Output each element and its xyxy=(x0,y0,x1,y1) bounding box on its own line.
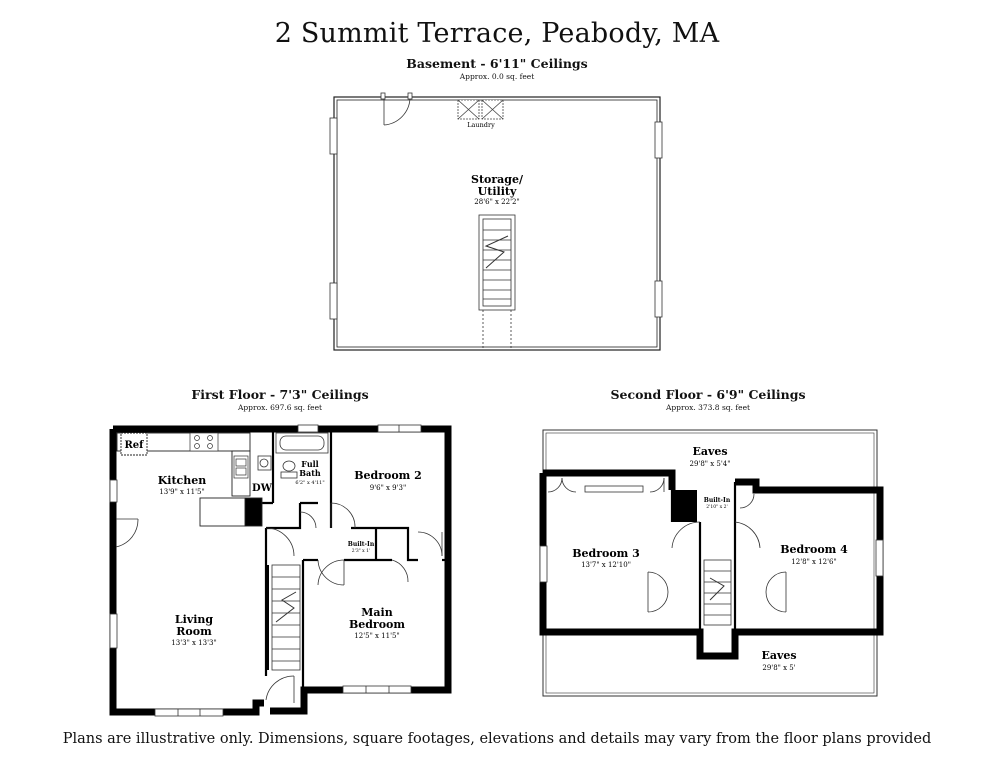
bath-dims: 6'2" x 4'11" xyxy=(295,480,324,486)
main-bedroom-name-2: Bedroom xyxy=(349,618,405,631)
eaves-top-name: Eaves xyxy=(692,445,727,458)
main-bedroom-dims: 12'5" x 11'5" xyxy=(354,632,399,640)
second-floor-area: Approx. 373.8 sq. feet xyxy=(665,403,751,412)
kitchen-name: Kitchen xyxy=(158,474,207,487)
second-builtin-dims: 2'10" x 2' xyxy=(706,504,727,510)
ref-label: Ref xyxy=(125,440,145,451)
second-floor-windows xyxy=(539,485,884,583)
first-floor-doors xyxy=(115,502,443,703)
eaves-bottom-dims: 29'8" x 5' xyxy=(762,664,795,672)
basement-plan: Laundry Storage/ Utility 28'6" x 22'2" xyxy=(329,92,663,351)
bedroom3-dims: 13'7" x 12'10" xyxy=(581,561,631,569)
first-floor-stairs xyxy=(267,564,301,671)
bath-fixtures xyxy=(257,432,329,479)
living-dims: 13'3" x 13'3" xyxy=(171,639,216,647)
kitchen-sink xyxy=(233,455,249,479)
stove xyxy=(189,432,219,452)
living-name: Living xyxy=(175,613,213,626)
storage-name-2: Utility xyxy=(478,185,517,198)
kitchen-dims: 13'9" x 11'5" xyxy=(159,488,204,496)
second-floor-heading: Second Floor - 6'9" Ceilings xyxy=(610,387,806,402)
bedroom3-name: Bedroom 3 xyxy=(572,547,640,560)
second-builtin-name: Built-In xyxy=(704,497,731,504)
first-floor-heading: First Floor - 7'3" Ceilings xyxy=(191,387,369,402)
bath-name-2: Bath xyxy=(299,468,321,478)
main-bedroom-name: Main xyxy=(361,606,392,619)
bedroom2-dims: 9'6" x 9'3" xyxy=(370,484,407,492)
eaves-bottom-name: Eaves xyxy=(761,649,796,662)
plan-title: 2 Summit Terrace, Peabody, MA xyxy=(274,18,720,49)
builtin-name: Built-In xyxy=(348,541,375,548)
first-floor-area: Approx. 697.6 sq. feet xyxy=(237,403,323,412)
basement-heading: Basement - 6'11" Ceilings xyxy=(406,56,588,71)
living-name-2: Room xyxy=(176,625,212,638)
dw-label: DW xyxy=(252,483,273,494)
bedroom2-name: Bedroom 2 xyxy=(354,469,422,482)
bath-name: Full xyxy=(301,459,318,469)
storage-name: Storage/ xyxy=(471,173,524,186)
first-floor-windows xyxy=(109,424,422,717)
first-floor-plan: Ref DW xyxy=(109,424,452,717)
basement-area: Approx. 0.0 sq. feet xyxy=(459,72,535,81)
bedroom4-dims: 12'8" x 12'6" xyxy=(791,558,836,566)
bedroom4-name: Bedroom 4 xyxy=(780,543,848,556)
second-floor-stairs xyxy=(703,559,732,626)
eaves-top-dims: 29'8" x 5'4" xyxy=(690,460,731,468)
second-floor-doors xyxy=(547,477,787,613)
basement-stairs xyxy=(478,214,516,348)
disclaimer: Plans are illustrative only. Dimensions,… xyxy=(62,731,932,747)
second-floor-plan: Eaves 29'8" x 5'4" Built-In 2'10" x 2' B… xyxy=(539,429,884,697)
storage-dims: 28'6" x 22'2" xyxy=(474,198,519,206)
refrigerator: Ref xyxy=(120,432,148,456)
laundry-label: Laundry xyxy=(467,121,495,129)
laundry-machines xyxy=(457,99,504,120)
second-floor-builtin xyxy=(672,490,697,522)
builtin-dims: 2'3" x 1' xyxy=(352,548,371,554)
basement-door xyxy=(380,92,413,126)
basement-windows xyxy=(329,117,663,320)
